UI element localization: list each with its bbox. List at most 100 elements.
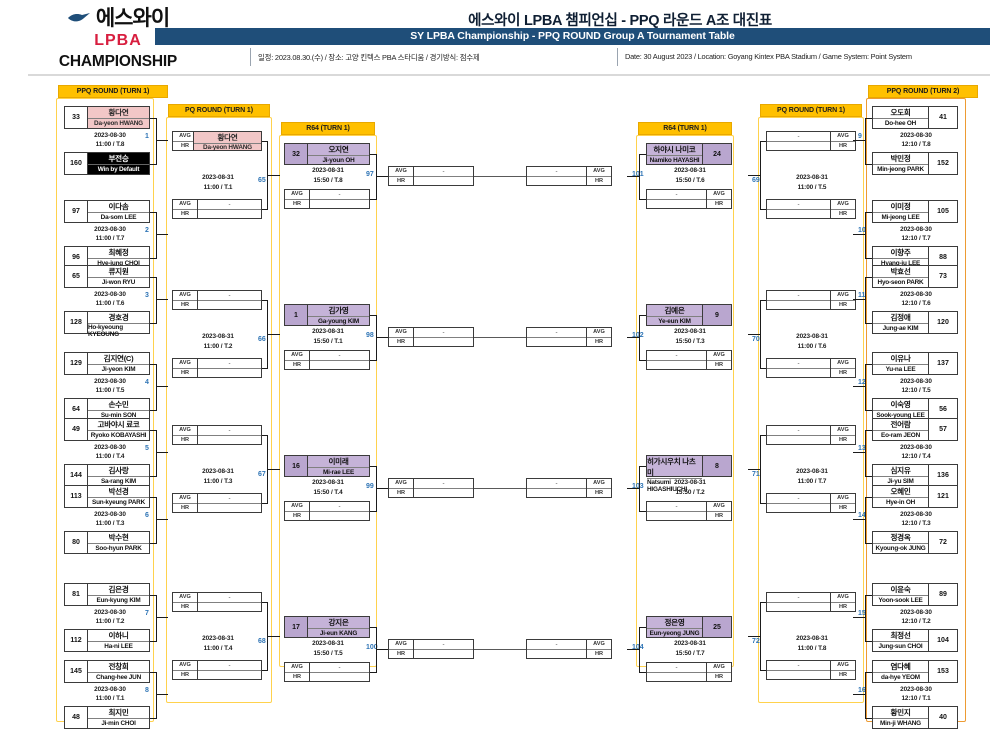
player-name-en: Yoon-sook LEE bbox=[873, 595, 928, 605]
hr-value bbox=[198, 601, 261, 612]
avg-value: - bbox=[797, 426, 800, 434]
match-number: 15 bbox=[858, 610, 866, 617]
match-number: 5 bbox=[145, 445, 149, 452]
connector-line bbox=[760, 141, 766, 143]
avg-value: - bbox=[228, 200, 231, 208]
match-date: 2023-08-30 bbox=[900, 510, 932, 518]
avg-label: AVG bbox=[837, 133, 849, 140]
connector-line bbox=[150, 257, 157, 259]
match-date: 2023-08-31 bbox=[202, 174, 234, 181]
avg-value: - bbox=[228, 494, 231, 502]
page-title-ko: 에스와이 LPBA 챔피언십 - PPQ 라운드 A조 대진표 bbox=[468, 13, 772, 29]
player-name-en: Eun-kyung KIM bbox=[88, 595, 149, 605]
player-seed: 145 bbox=[65, 661, 88, 682]
match-time: 11:00 / T.8 bbox=[797, 644, 827, 652]
avg-value: - bbox=[555, 167, 558, 175]
hr-value bbox=[647, 671, 706, 682]
match-number: 104 bbox=[632, 644, 644, 651]
player-name-en: Da-som LEE bbox=[88, 212, 149, 222]
match-date: 2023-08-31 bbox=[796, 635, 828, 642]
player-name-en: Ryoko KOBAYASHI bbox=[88, 430, 149, 440]
match-number: 8 bbox=[145, 687, 149, 694]
match-number: 14 bbox=[858, 512, 866, 519]
avg-label: AVG bbox=[291, 664, 303, 671]
player-name-ko: 이윤숙 bbox=[890, 585, 911, 594]
connector-line bbox=[150, 211, 157, 213]
player-name-en: Hyang-ju LEE bbox=[873, 258, 928, 268]
match-number: 16 bbox=[858, 687, 866, 694]
